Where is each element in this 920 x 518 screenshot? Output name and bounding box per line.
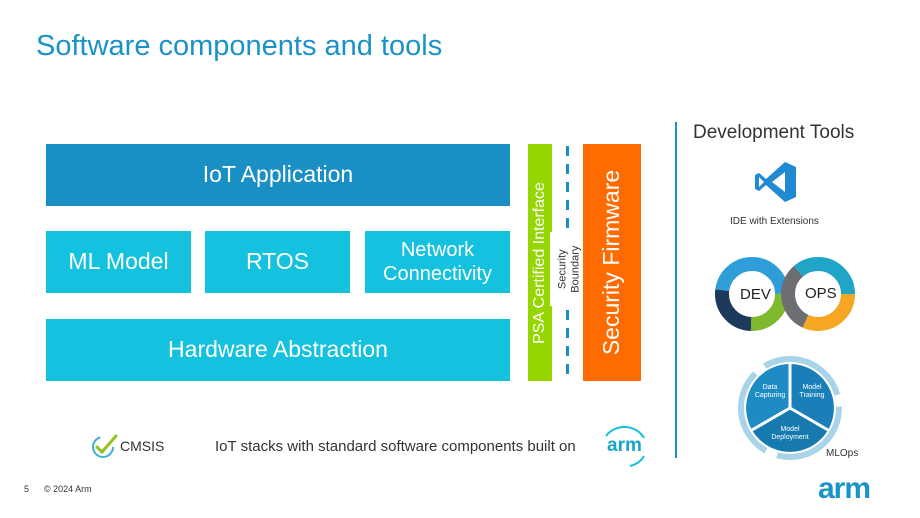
cmsis-logo: CMSIS xyxy=(90,432,180,460)
hardware-abstraction-label: Hardware Abstraction xyxy=(168,336,388,363)
ide-caption: IDE with Extensions xyxy=(730,216,819,227)
ml-model-block: ML Model xyxy=(46,231,191,293)
security-boundary-dash xyxy=(566,346,569,356)
security-boundary-dash xyxy=(566,310,569,320)
security-firmware-bar: Security Firmware xyxy=(583,144,641,381)
hardware-abstraction-block: Hardware Abstraction xyxy=(46,319,510,381)
vscode-icon xyxy=(755,162,796,202)
ops-label: OPS xyxy=(805,285,837,302)
cmsis-check-icon xyxy=(92,434,118,458)
network-connectivity-label: Network Connectivity xyxy=(383,239,492,285)
psa-interface-label: PSA Certified Interface xyxy=(531,181,549,344)
security-boundary-dash xyxy=(566,146,569,156)
arm-footer-logo: arm xyxy=(818,472,871,505)
bottom-caption: IoT stacks with standard software compon… xyxy=(215,438,576,455)
iot-application-label: IoT Application xyxy=(202,161,354,188)
section-divider xyxy=(675,122,677,458)
data-capturing-label: Data Capturing xyxy=(754,384,786,400)
rtos-block: RTOS xyxy=(205,231,350,293)
security-boundary-dash xyxy=(566,364,569,374)
cmsis-label: CMSIS xyxy=(120,438,165,454)
security-boundary-dash xyxy=(566,328,569,338)
iot-application-block: IoT Application xyxy=(46,144,510,206)
network-connectivity-block: Network Connectivity xyxy=(365,231,510,293)
mlops-caption: MLOps xyxy=(826,448,859,459)
page-number: 5 xyxy=(24,484,30,494)
psa-interface-bar: PSA Certified Interface xyxy=(528,144,552,381)
security-boundary-dash xyxy=(566,164,569,174)
arm-badge-text: arm xyxy=(607,435,642,456)
rtos-label: RTOS xyxy=(245,248,310,275)
copyright-text: © 2024 Arm xyxy=(44,484,92,494)
slide-title: Software components and tools xyxy=(36,30,443,62)
ml-model-label: ML Model xyxy=(68,248,169,275)
development-tools-heading: Development Tools xyxy=(693,122,855,143)
devops-infinity-icon xyxy=(715,257,855,331)
security-boundary-line2: Boundary xyxy=(570,245,582,293)
security-boundary-line1: Security xyxy=(556,249,569,289)
arm-badge-logo: arm xyxy=(600,426,648,468)
model-training-label: Model Training xyxy=(799,384,825,400)
security-boundary-dash xyxy=(566,182,569,192)
security-firmware-label: Security Firmware xyxy=(598,169,625,356)
arm-badge-ring-icon xyxy=(605,426,645,467)
security-boundary-dash xyxy=(566,200,569,210)
security-boundary-dash xyxy=(566,218,569,228)
model-deployment-label: Model Deployment xyxy=(771,426,809,442)
mlops-cycle-icon xyxy=(738,356,842,460)
dev-label: DEV xyxy=(740,286,771,303)
